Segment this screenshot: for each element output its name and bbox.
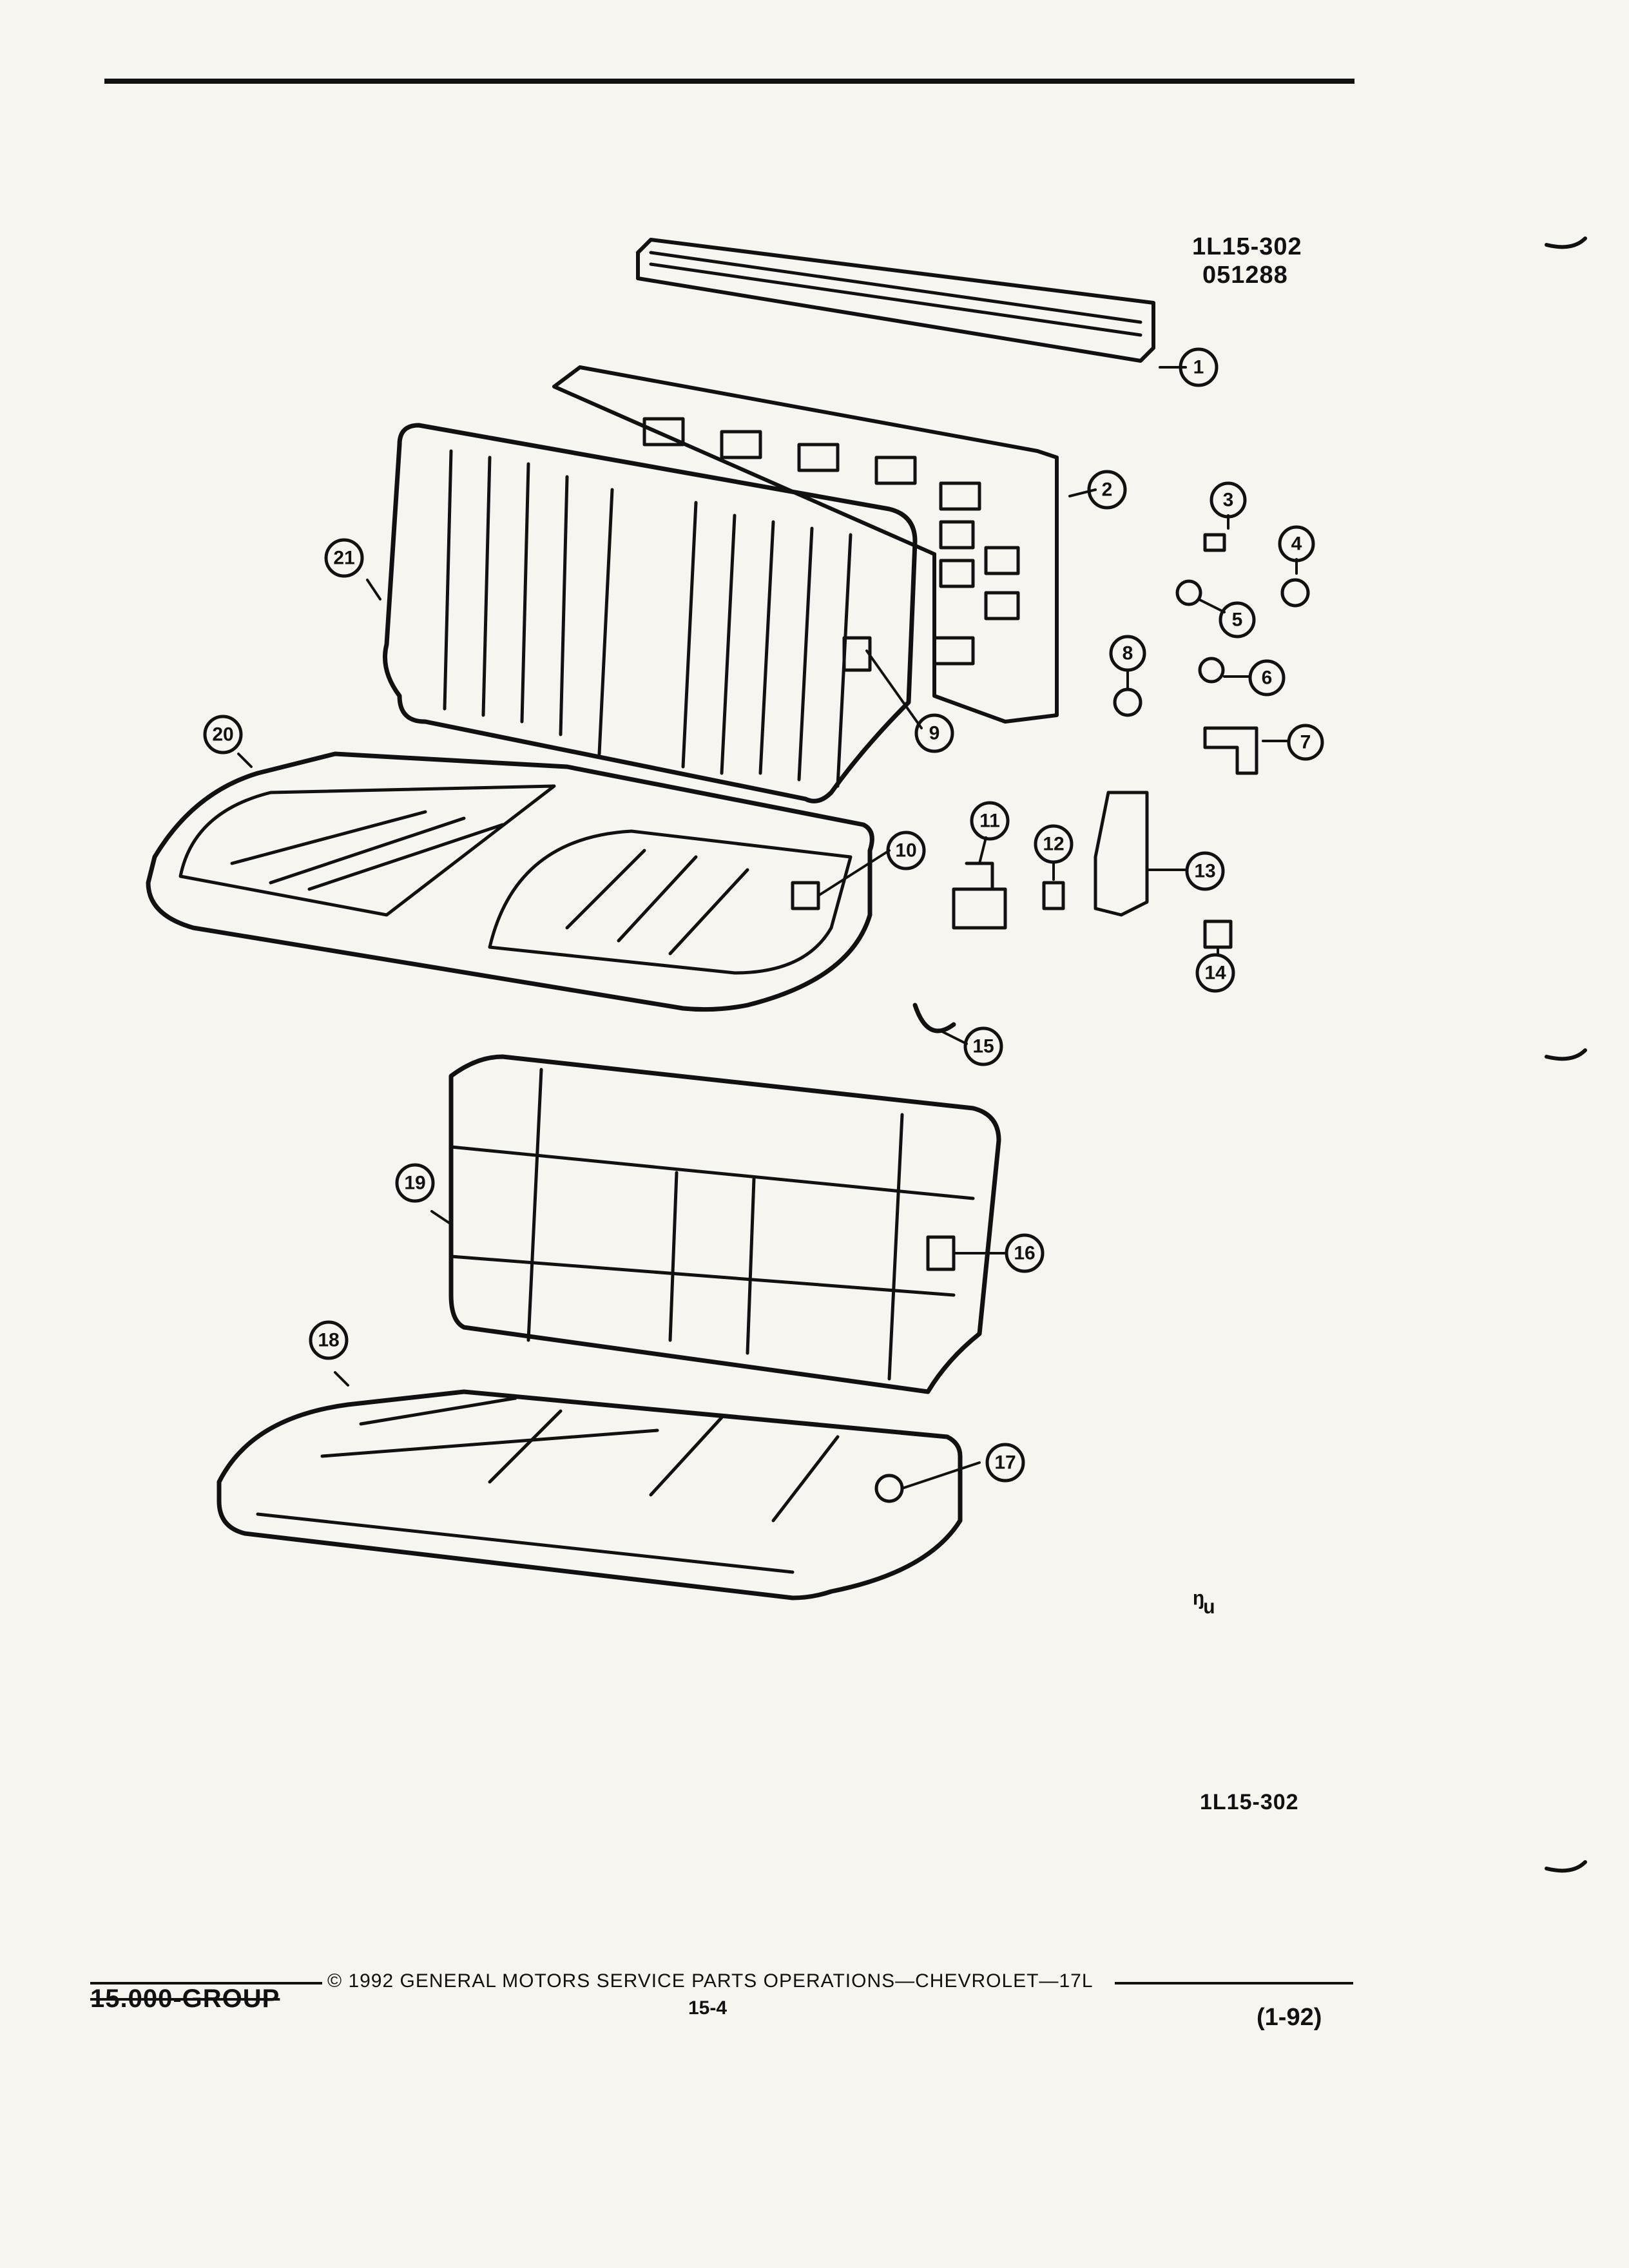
callout-leaders (237, 366, 1298, 1490)
callout-15 (963, 1026, 1003, 1066)
part-14 (1203, 919, 1233, 949)
callout-2 (1087, 470, 1127, 510)
callout-1 (1179, 347, 1219, 387)
callout-10 (886, 831, 926, 870)
ref-code: 1L15-302 (1192, 233, 1302, 260)
callout-17 (985, 1443, 1025, 1483)
callout-14 (1195, 953, 1235, 993)
callout-8 (1109, 635, 1146, 672)
callout-label-14: 14 (1204, 963, 1226, 984)
callout-label-15: 15 (972, 1036, 994, 1057)
callout-13 (1185, 851, 1225, 891)
footer-date: (1-92) (1257, 2004, 1322, 2031)
callout-21 (324, 538, 364, 578)
callout-4 (1278, 525, 1315, 562)
callout-label-7: 7 (1300, 732, 1311, 753)
part-3 (1203, 533, 1226, 552)
footer-rule-left (90, 1982, 322, 1984)
lower-seat-back (448, 1054, 1001, 1394)
hinge-left (842, 636, 872, 672)
callout-label-20: 20 (212, 724, 233, 745)
callout-5 (1219, 601, 1256, 639)
callout-label-3: 3 (1223, 490, 1234, 511)
callout-18 (309, 1320, 349, 1360)
callout-11 (970, 801, 1010, 841)
footer-copyright: © 1992 GENERAL MOTORS SERVICE PARTS OPER… (327, 1970, 1094, 1992)
upper-seat-back (383, 423, 918, 803)
callout-6 (1248, 659, 1286, 697)
ref-date: 051288 (1202, 262, 1288, 289)
top-trim-rail (636, 238, 1155, 363)
callout-20 (203, 715, 243, 754)
callout-label-11: 11 (979, 811, 1000, 832)
margin-ticks (1545, 236, 1587, 1873)
bottom-ref-code: 1L15-302 (1200, 1790, 1299, 1814)
hook-10 (791, 881, 820, 910)
part-15 (912, 1003, 956, 1033)
margin-symbol: ᵑᵤ (1193, 1586, 1215, 1618)
part-6 (1198, 657, 1225, 684)
part-4 (1280, 578, 1310, 608)
callout-16 (1005, 1233, 1045, 1273)
footer-group: 15.000-GROUP (90, 1984, 280, 2013)
callout-label-1: 1 (1193, 357, 1204, 378)
callout-label-17: 17 (994, 1452, 1016, 1474)
part-5 (1175, 579, 1202, 606)
footer-rule-right (1115, 1982, 1353, 1984)
part-13 (1094, 791, 1149, 917)
upper-seat-cushion (146, 751, 874, 1012)
seat-back-frame (552, 365, 1059, 724)
callout-label-18: 18 (318, 1330, 339, 1351)
callout-label-19: 19 (404, 1173, 425, 1194)
footer-page-number: 15-4 (688, 1997, 728, 2019)
part-12 (1042, 881, 1065, 910)
callout-label-8: 8 (1123, 643, 1133, 664)
callout-label-16: 16 (1014, 1243, 1035, 1264)
callout-12 (1034, 824, 1074, 864)
callout-label-10: 10 (895, 840, 916, 861)
callout-3 (1210, 481, 1247, 519)
callout-9 (914, 713, 954, 753)
part-7 (1203, 726, 1258, 775)
callout-label-5: 5 (1232, 610, 1243, 631)
lower-seat-cushion (217, 1389, 963, 1600)
part-11 (952, 861, 1007, 930)
header-rule (104, 79, 1354, 84)
part-8 (1113, 687, 1142, 717)
callout-label-9: 9 (929, 723, 940, 744)
callout-label-13: 13 (1194, 861, 1215, 882)
callout-label-12: 12 (1043, 834, 1064, 855)
callout-label-2: 2 (1102, 479, 1113, 501)
callout-circles: 1 2 3 4 5 6 7 8 9 10 11 12 13 14 15 16 1… (203, 347, 1324, 1483)
hinge-16 (926, 1235, 956, 1271)
callout-7 (1287, 724, 1324, 761)
callout-label-4: 4 (1291, 533, 1302, 555)
callout-19 (395, 1163, 435, 1203)
hook-17 (874, 1474, 904, 1503)
callout-label-6: 6 (1262, 668, 1273, 689)
callout-label-21: 21 (333, 548, 354, 569)
